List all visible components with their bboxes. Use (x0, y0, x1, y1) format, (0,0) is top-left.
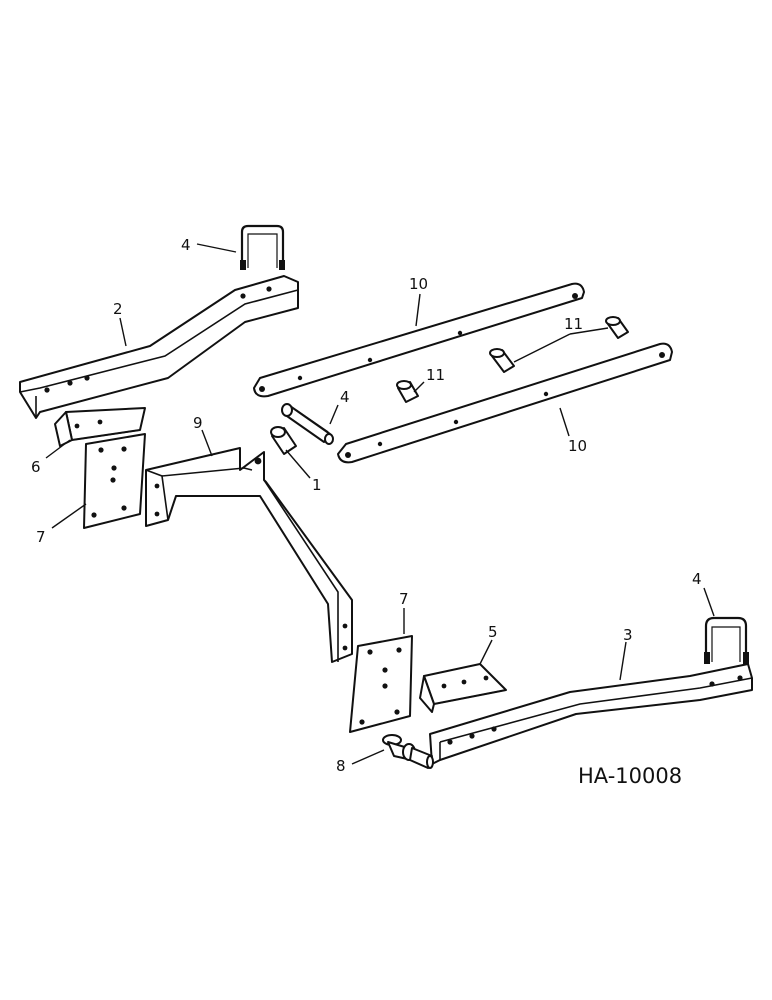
bushing-part-1 (270, 426, 297, 455)
callout-4-right: 4 (692, 570, 702, 588)
spacer-part-11-center (489, 348, 515, 373)
callout-9: 9 (193, 414, 203, 432)
stud-part-8 (382, 734, 434, 769)
callout-7-left: 7 (36, 528, 46, 546)
bracket-part-9 (145, 447, 353, 663)
callout-10-top: 10 (409, 275, 428, 293)
flat-bar-part-10-lower (337, 342, 673, 464)
callout-5: 5 (488, 623, 498, 641)
leader-lines (45, 243, 715, 765)
callouts: 4 2 6 7 9 10 4 1 11 11 10 7 5 3 4 8 (31, 236, 702, 775)
angle-plate-part-6 (54, 407, 146, 447)
spacer-part-11-right (605, 316, 629, 339)
callout-4-middle: 4 (340, 388, 350, 406)
callout-4-top: 4 (181, 236, 191, 254)
callout-8: 8 (336, 757, 346, 775)
callout-11-right: 11 (564, 315, 583, 333)
callout-3: 3 (623, 626, 633, 644)
bracket-part-2 (19, 275, 299, 419)
pin-part-4 (281, 403, 334, 445)
drawing-number: HA-10008 (578, 764, 682, 788)
flat-bar-part-10-upper (253, 282, 585, 398)
bracket-part-3 (429, 663, 753, 765)
callout-6: 6 (31, 458, 41, 476)
plate-part-7-right (349, 635, 413, 733)
spacer-part-11-left (396, 380, 419, 403)
angle-plate-part-5 (419, 663, 507, 713)
callout-11-middle: 11 (426, 366, 445, 384)
u-bolt-right (704, 616, 749, 664)
callout-2: 2 (113, 300, 123, 318)
callout-7-right: 7 (399, 590, 409, 608)
callout-10-bottom: 10 (568, 437, 587, 455)
plate-part-7-left (83, 433, 146, 529)
u-bolt-top (240, 224, 285, 270)
callout-1: 1 (312, 476, 322, 494)
